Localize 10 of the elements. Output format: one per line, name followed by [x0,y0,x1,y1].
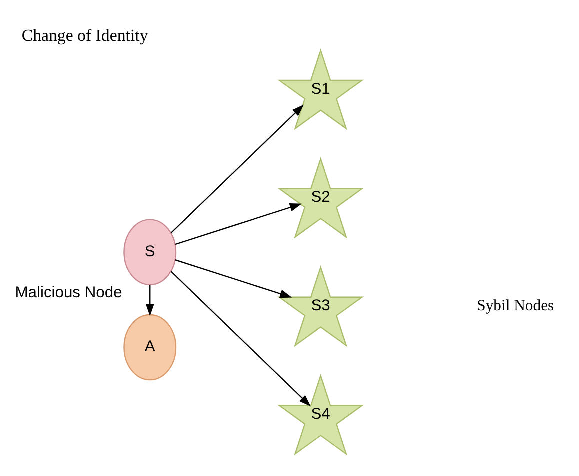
label: Sybil Nodes [477,297,554,314]
arrow [175,202,302,245]
node-ellipse: S [124,218,177,285]
arrow [175,259,292,298]
arrow [170,270,312,406]
arrow [146,284,154,316]
diagram-title: Change of Identity [22,26,148,45]
node-ellipse: A [124,314,177,380]
arrow [170,104,304,233]
node-label: Malicious Node [15,284,122,301]
